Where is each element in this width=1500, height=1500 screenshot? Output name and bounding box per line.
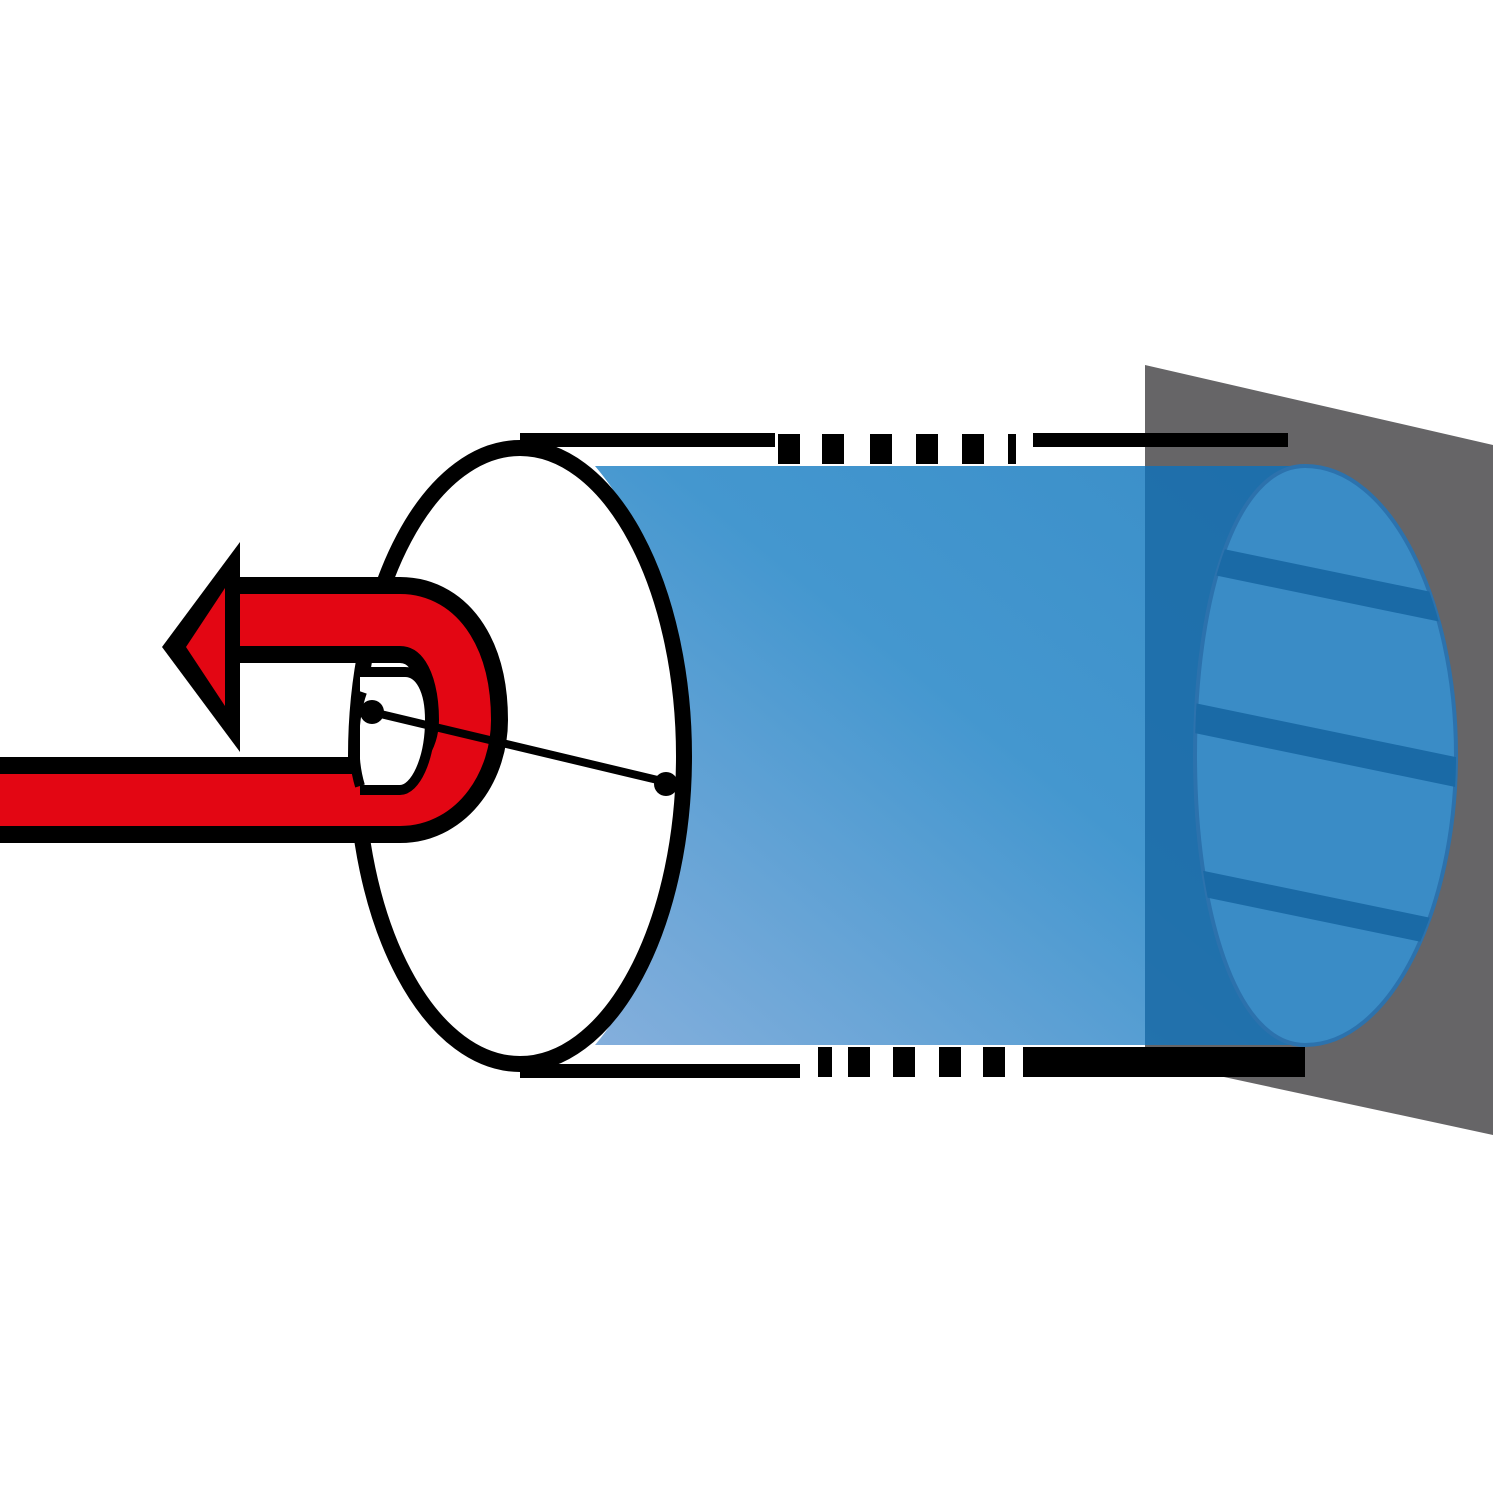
bottom-dashes <box>818 1047 1005 1077</box>
fan-louvers <box>1195 540 1456 952</box>
linkage-rod <box>360 700 678 796</box>
top-dashes <box>778 434 1016 464</box>
return-arrow-icon <box>0 542 508 843</box>
fan-cylinder-icon <box>348 433 1459 1078</box>
